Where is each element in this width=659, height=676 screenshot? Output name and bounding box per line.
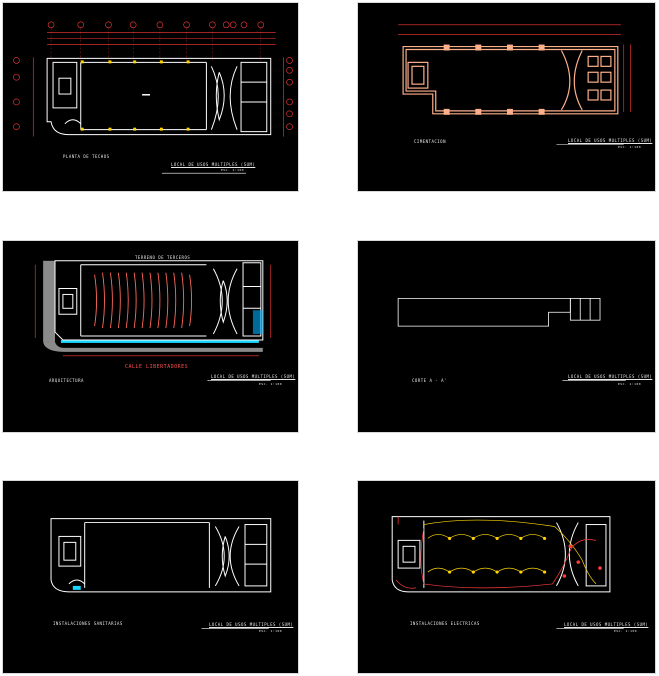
sanitary-plan-drawing [50,518,272,629]
electrical-plan-drawing [391,516,624,629]
sheet-title: LOCAL DE USOS MULTIPLES (SUM) [171,162,256,167]
architecture-plan-drawing [34,260,272,381]
sheet-scale: ESC. 1:100 [618,382,642,386]
section-drawing [397,298,626,381]
top-boundary-label: TERRENO DE TERCEROS [135,255,191,260]
sheet-caption: ARQUITECTURA [49,378,84,383]
sheet-planta-techos: PLANTA DE TECHOS LOCAL DE USOS MULTIPLES… [2,2,299,192]
sheet-caption: CIMENTACION [414,139,446,144]
floor-plan-drawing [13,21,293,174]
sheet-caption: PLANTA DE TECHOS [63,154,110,159]
sheet-caption: INSTALACIONES ELECTRICAS [410,621,480,626]
sheet-title: LOCAL DE USOS MULTIPLES (SUM) [568,374,653,379]
sheet-arquitectura: TERRENO DE TERCEROS CALLE LIBERTADORES A… [2,240,299,433]
sheet-scale: ESC. 1:100 [259,382,283,386]
sheet-scale: ESC. 1:100 [614,629,638,633]
sheet-caption: CORTE A - A' [412,378,447,383]
sheet-scale: ESC. 1:100 [618,145,642,149]
sheet-scale: ESC. 1:100 [259,629,283,633]
sheet-cimentacion: CIMENTACION LOCAL DE USOS MULTIPLES (SUM… [357,2,656,192]
sheet-corte: CORTE A - A' LOCAL DE USOS MULTIPLES (SU… [357,240,656,433]
sheet-title: LOCAL DE USOS MULTIPLES (SUM) [568,138,653,143]
sheet-inst-electricas: INSTALACIONES ELECTRICAS LOCAL DE USOS M… [357,480,656,674]
sheet-title: LOCAL DE USOS MULTIPLES (SUM) [209,622,294,627]
sheet-caption: INSTALACIONES SANITARIAS [53,621,123,626]
foundation-plan-drawing [398,24,631,145]
sheet-title: LOCAL DE USOS MULTIPLES (SUM) [211,374,296,379]
street-label: CALLE LIBERTADORES [125,364,189,370]
sheet-scale: ESC. 1:100 [221,168,245,172]
sheet-title: LOCAL DE USOS MULTIPLES (SUM) [564,622,649,627]
sheet-inst-sanitarias: INSTALACIONES SANITARIAS LOCAL DE USOS M… [2,480,299,674]
